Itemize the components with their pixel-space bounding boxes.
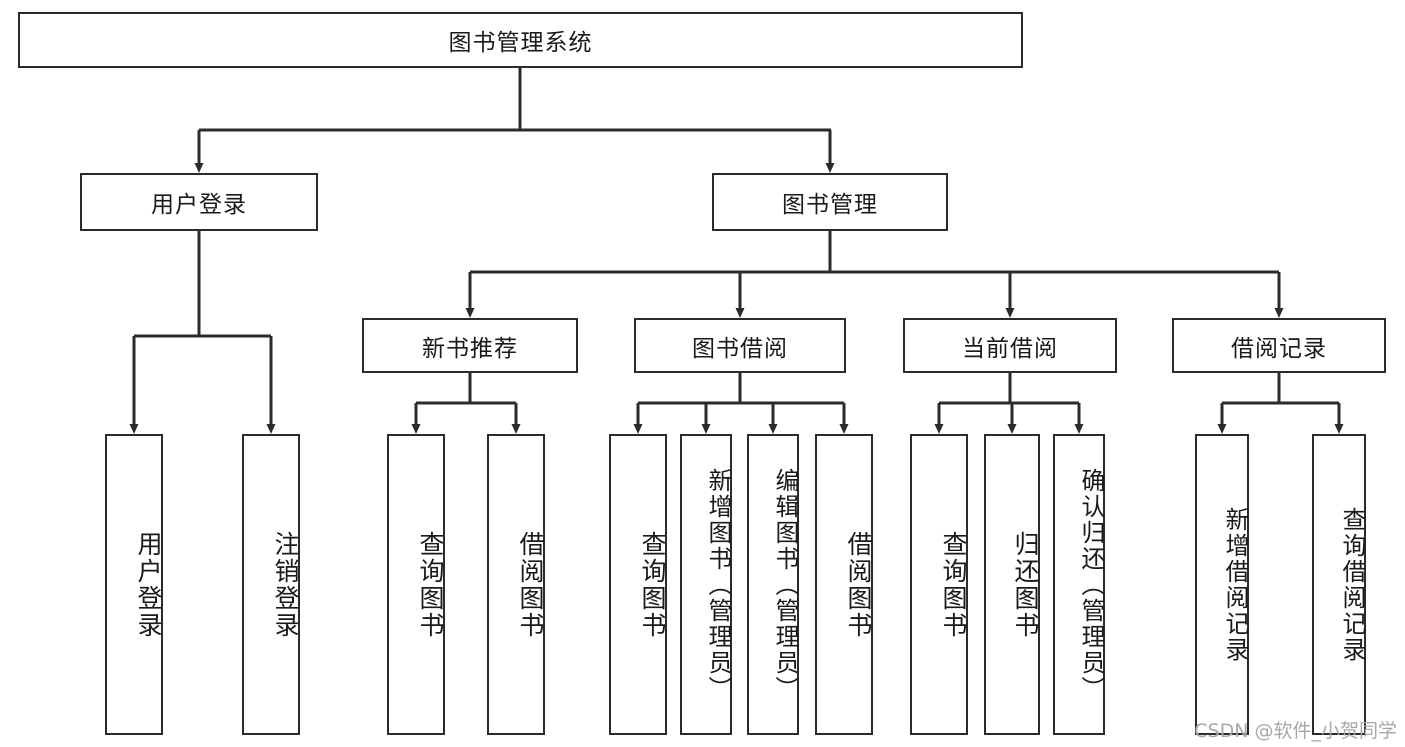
- node-leaf-borrow-book-2[interactable]: 借阅图书: [815, 434, 873, 735]
- node-leaf-query-borrow-record[interactable]: 查询借阅记录: [1312, 434, 1366, 735]
- node-leaf-confirm-return-admin-label: 确认归还（管理员）: [1077, 467, 1105, 702]
- node-book-borrow-label: 图书借阅: [692, 335, 788, 362]
- node-user-login[interactable]: 用户登录: [80, 173, 318, 231]
- node-leaf-edit-book-admin[interactable]: 编辑图书（管理员）: [747, 434, 799, 735]
- node-leaf-user-login[interactable]: 用户登录: [105, 434, 163, 735]
- node-leaf-query-book-2[interactable]: 查询图书: [609, 434, 667, 735]
- node-leaf-confirm-return-admin[interactable]: 确认归还（管理员）: [1053, 434, 1105, 735]
- node-new-book-recommend-label: 新书推荐: [422, 335, 518, 362]
- node-leaf-return-book-label: 归还图书: [1011, 530, 1040, 639]
- node-leaf-user-logout[interactable]: 注销登录: [242, 434, 300, 735]
- node-borrow-record[interactable]: 借阅记录: [1172, 318, 1386, 373]
- node-leaf-user-login-label: 用户登录: [134, 530, 163, 639]
- node-leaf-edit-book-admin-label: 编辑图书（管理员）: [771, 467, 799, 702]
- node-root[interactable]: 图书管理系统: [18, 12, 1023, 68]
- node-leaf-add-borrow-record-label: 新增借阅记录: [1221, 506, 1249, 663]
- node-leaf-return-book[interactable]: 归还图书: [984, 434, 1040, 735]
- node-borrow-record-label: 借阅记录: [1231, 335, 1327, 362]
- node-leaf-add-borrow-record[interactable]: 新增借阅记录: [1195, 434, 1249, 735]
- node-leaf-borrow-book-1[interactable]: 借阅图书: [487, 434, 545, 735]
- node-leaf-add-book-admin[interactable]: 新增图书（管理员）: [680, 434, 732, 735]
- node-root-label: 图书管理系统: [448, 30, 593, 56]
- node-leaf-query-book-2-label: 查询图书: [638, 530, 667, 639]
- node-leaf-add-book-admin-label: 新增图书（管理员）: [704, 467, 732, 702]
- node-leaf-query-book-3-label: 查询图书: [939, 530, 968, 639]
- node-new-book-recommend[interactable]: 新书推荐: [362, 318, 578, 373]
- node-leaf-borrow-book-1-label: 借阅图书: [516, 530, 545, 639]
- node-leaf-query-book-1-label: 查询图书: [416, 530, 445, 639]
- node-current-borrow[interactable]: 当前借阅: [903, 318, 1117, 373]
- node-user-login-label: 用户登录: [151, 192, 247, 218]
- node-book-manage-label: 图书管理: [782, 192, 878, 218]
- node-current-borrow-label: 当前借阅: [962, 335, 1058, 362]
- node-book-manage[interactable]: 图书管理: [712, 173, 948, 231]
- node-leaf-query-borrow-record-label: 查询借阅记录: [1338, 506, 1366, 663]
- node-leaf-query-book-3[interactable]: 查询图书: [910, 434, 968, 735]
- node-leaf-query-book-1[interactable]: 查询图书: [387, 434, 445, 735]
- node-book-borrow[interactable]: 图书借阅: [634, 318, 846, 373]
- node-leaf-user-logout-label: 注销登录: [271, 530, 300, 639]
- node-leaf-borrow-book-2-label: 借阅图书: [844, 530, 873, 639]
